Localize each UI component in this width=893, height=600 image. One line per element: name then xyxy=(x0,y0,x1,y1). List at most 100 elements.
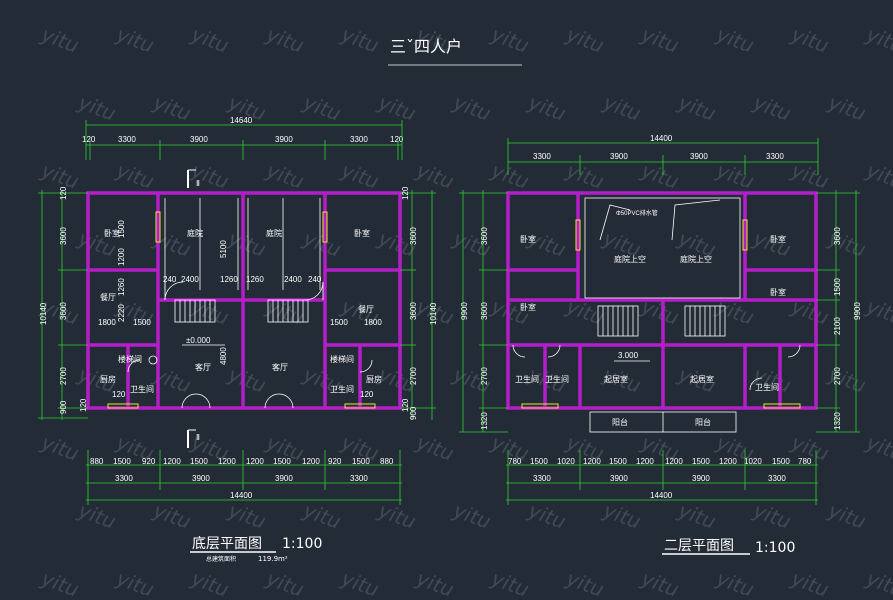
room-label: 厨房 xyxy=(366,374,382,384)
watermark-text: yitu xyxy=(412,430,457,466)
watermark-text: yitu xyxy=(112,566,157,600)
watermark-text: yitu xyxy=(449,90,494,126)
watermark-text: yitu xyxy=(674,90,719,126)
second-floor-plan: 14400 3300 3900 3900 3300 xyxy=(459,134,862,556)
dim-label: 2700 xyxy=(833,367,842,385)
dim-label: 1260 xyxy=(117,278,126,296)
watermark-text: yitu xyxy=(337,22,382,58)
dim-label: 240 xyxy=(308,275,322,284)
room-label: 卫生间 xyxy=(545,374,569,384)
watermark-text: yitu xyxy=(449,498,494,534)
room-label: 庭院上空 xyxy=(680,254,712,264)
dim-label: 2400 xyxy=(181,275,199,284)
right-left-total: 9900 xyxy=(460,302,469,320)
room-label: 客厅 xyxy=(195,362,211,372)
room-label: 客厅 xyxy=(272,362,288,372)
dim-label: 3600 xyxy=(480,302,489,320)
watermark-text: yitu xyxy=(824,226,869,262)
watermark-text: yitu xyxy=(262,566,307,600)
room-label: 庭院 xyxy=(187,228,203,238)
area-value: 119.9m² xyxy=(258,555,288,563)
dim-label: 3900 xyxy=(190,135,208,144)
watermark-text: yitu xyxy=(374,498,419,534)
dim-label: 1320 xyxy=(480,412,489,430)
room-label: 楼梯间 xyxy=(118,354,142,364)
room-label: 卫生间 xyxy=(130,384,154,394)
room-label: 阳台 xyxy=(695,417,711,427)
right-vert-dims: 120 3600 3600 2700 900 120 xyxy=(401,186,418,420)
watermark-text: yitu xyxy=(487,566,532,600)
dim-label: 1500 xyxy=(609,457,627,466)
watermark-text: yitu xyxy=(712,566,757,600)
dim-label: 2400 xyxy=(284,275,302,284)
watermark-text: yitu xyxy=(787,22,832,58)
dim-label: 1500 xyxy=(190,457,208,466)
right-bottom-dims: 780 1500 1020 1200 1500 1200 1200 1500 1… xyxy=(508,457,812,466)
left-bottom-total: 14400 xyxy=(230,491,253,500)
watermark-text: yitu xyxy=(299,90,344,126)
dim-label: 1200 xyxy=(246,457,264,466)
dim-label: 2220 xyxy=(117,304,126,322)
dim-label: 1500 xyxy=(772,457,790,466)
ground-floor-plan: 14640 120 3300 3900 3900 3300 120 Ⅱ xyxy=(38,116,438,563)
watermark-text: yitu xyxy=(299,226,344,262)
dim-label: 3600 xyxy=(409,302,418,320)
room-label: 起居室 xyxy=(604,374,628,384)
watermark-text: yitu xyxy=(562,158,607,194)
watermark-text: yitu xyxy=(299,498,344,534)
watermark-text: yitu xyxy=(524,90,569,126)
dim-label: 120 xyxy=(82,135,96,144)
dim-label: 1020 xyxy=(744,457,762,466)
room-label: 起居室 xyxy=(690,374,714,384)
left-bottom-dims2: 3300 3900 3900 3300 xyxy=(115,474,368,483)
room-label: 餐厅 xyxy=(100,293,116,302)
room-label: 餐厅 xyxy=(358,305,374,314)
watermark-text: yitu xyxy=(824,90,869,126)
dim-label: 920 xyxy=(142,457,156,466)
dim-label: 1260 xyxy=(246,275,264,284)
dim-label: 5100 xyxy=(219,240,228,258)
watermark-text: yitu xyxy=(374,90,419,126)
watermark-text: yitu xyxy=(224,362,269,398)
watermark-text: yitu xyxy=(712,22,757,58)
dim-label: 1320 xyxy=(833,412,842,430)
watermark-text: yitu xyxy=(712,158,757,194)
room-label: 卧室 xyxy=(770,234,786,244)
dim-label: 3300 xyxy=(768,474,786,483)
watermark-text: yitu xyxy=(749,498,794,534)
plan-name: 二层平面图 xyxy=(664,538,734,554)
dim-label: 1500 xyxy=(330,318,348,327)
dim-label: 880 xyxy=(380,457,394,466)
dim-label: 1500 xyxy=(133,318,151,327)
dim-label: 3300 xyxy=(350,474,368,483)
dim-label: 3900 xyxy=(275,474,293,483)
watermark-text: yitu xyxy=(562,566,607,600)
dim-label: 3300 xyxy=(533,152,551,161)
dim-label: 1200 xyxy=(302,457,320,466)
watermark-text: yitu xyxy=(224,226,269,262)
dim-label: 3900 xyxy=(610,474,628,483)
right-right-dims: 3600 1500 2100 2700 1320 xyxy=(833,227,842,430)
dim-label: 1260 xyxy=(220,275,238,284)
right-left-dims: 3600 3600 2700 1320 xyxy=(480,227,489,430)
section-marker-bottom: Ⅱ xyxy=(196,433,200,442)
dim-label: 3900 xyxy=(690,152,708,161)
watermark-text: yitu xyxy=(862,430,893,466)
watermark-text: yitu xyxy=(262,22,307,58)
watermark-text: yitu xyxy=(37,566,82,600)
room-label: 卧室 xyxy=(520,234,536,244)
watermark-text: yitu xyxy=(787,158,832,194)
watermark-text: yitu xyxy=(862,22,893,58)
watermark-text: yitu xyxy=(487,158,532,194)
room-label: 厨房 xyxy=(100,374,116,384)
watermark-text: yitu xyxy=(824,362,869,398)
dim-label: 1500 xyxy=(113,457,131,466)
room-label: 卫生间 xyxy=(330,384,354,394)
room-label: 阳台 xyxy=(612,417,628,427)
dim-label: 1500 xyxy=(352,457,370,466)
watermark-text: yitu xyxy=(787,566,832,600)
watermark-text: yitu xyxy=(337,566,382,600)
left-top-dims: 120 3300 3900 3900 3300 120 xyxy=(82,135,404,144)
dim-label: 1500 xyxy=(117,220,126,238)
